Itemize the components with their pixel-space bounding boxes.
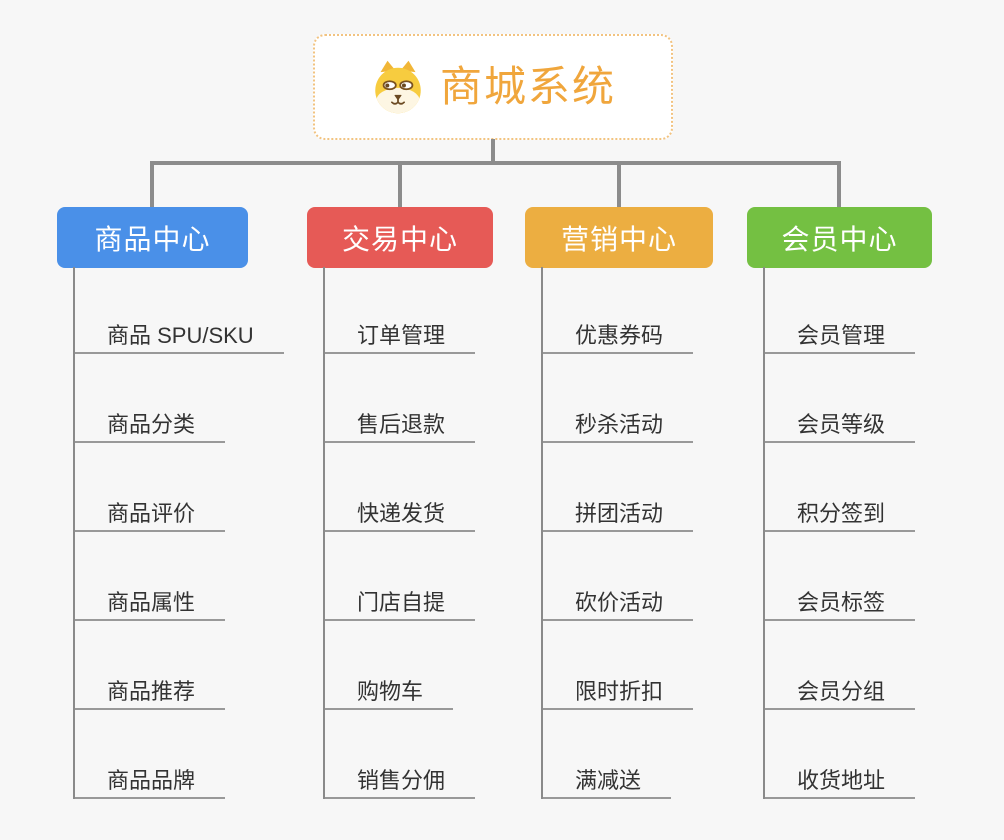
- shiba-dog-icon: [375, 60, 421, 114]
- branch-item-label[interactable]: 订单管理: [325, 322, 476, 354]
- branch-item: 积分签到: [765, 443, 916, 532]
- connector-drop-marketing: [617, 161, 621, 208]
- branch-header-member[interactable]: 会员中心: [747, 207, 932, 268]
- branch-item-label[interactable]: 会员等级: [765, 411, 916, 443]
- branch-item: 砍价活动: [543, 532, 694, 621]
- branch-item-label[interactable]: 优惠券码: [543, 322, 694, 354]
- branch-item: 限时折扣: [543, 621, 694, 710]
- root-title: 商城系统: [439, 63, 616, 110]
- branch-list-trade: 订单管理 售后退款 快递发货 门店自提 购物车 销售分佣: [323, 267, 476, 799]
- branch-item: 订单管理: [325, 267, 476, 354]
- connector-root-stub: [491, 139, 495, 162]
- branch-list-member: 会员管理 会员等级 积分签到 会员标签 会员分组 收货地址: [763, 267, 916, 799]
- branch-header-marketing[interactable]: 营销中心: [525, 207, 713, 268]
- branch-item: 购物车: [325, 621, 475, 710]
- branch-item: 商品品牌: [75, 710, 284, 799]
- branch-item-label[interactable]: 商品属性: [75, 589, 226, 621]
- branch-item-label[interactable]: 销售分佣: [325, 767, 476, 799]
- branch-item: 拼团活动: [543, 443, 694, 532]
- branch-item: 优惠券码: [543, 267, 694, 354]
- branch-item-label[interactable]: 会员分组: [765, 678, 916, 710]
- connector-drop-goods: [150, 161, 154, 208]
- connector-drop-trade: [398, 161, 402, 208]
- branch-item-label[interactable]: 快递发货: [325, 500, 476, 532]
- branch-item-label[interactable]: 秒杀活动: [543, 411, 694, 443]
- branch-item-label[interactable]: 积分签到: [765, 500, 916, 532]
- branch-item: 会员管理: [765, 267, 916, 354]
- branch-item: 商品分类: [75, 354, 284, 443]
- branch-header-goods[interactable]: 商品中心: [57, 207, 248, 268]
- connector-drop-member: [837, 161, 841, 208]
- branch-item: 商品属性: [75, 532, 284, 621]
- branch-list-goods: 商品 SPU/SKU 商品分类 商品评价 商品属性 商品推荐 商品品牌: [73, 267, 284, 799]
- branch-item-label[interactable]: 收货地址: [765, 767, 916, 799]
- branch-item: 会员分组: [765, 621, 916, 710]
- branch-item-label[interactable]: 售后退款: [325, 411, 476, 443]
- connector-horizontal-bar: [150, 161, 841, 165]
- branch-item-label[interactable]: 商品推荐: [75, 678, 226, 710]
- branch-item: 商品评价: [75, 443, 284, 532]
- branch-item-label[interactable]: 会员管理: [765, 322, 916, 354]
- branch-item-label[interactable]: 商品 SPU/SKU: [75, 322, 284, 354]
- branch-item: 秒杀活动: [543, 354, 694, 443]
- branch-item: 收货地址: [765, 710, 916, 799]
- branch-item: 会员标签: [765, 532, 916, 621]
- branch-item: 满减送: [543, 710, 693, 799]
- branch-item-label[interactable]: 会员标签: [765, 589, 916, 621]
- branch-item-label[interactable]: 商品品牌: [75, 767, 226, 799]
- branch-item-label[interactable]: 满减送: [543, 767, 672, 799]
- branch-item: 快递发货: [325, 443, 476, 532]
- branch-item-label[interactable]: 限时折扣: [543, 678, 694, 710]
- branch-item: 商品推荐: [75, 621, 284, 710]
- branch-item: 销售分佣: [325, 710, 476, 799]
- branch-item-label[interactable]: 购物车: [325, 678, 454, 710]
- branch-item: 会员等级: [765, 354, 916, 443]
- branch-item-label[interactable]: 砍价活动: [543, 589, 694, 621]
- branch-item-label[interactable]: 拼团活动: [543, 500, 694, 532]
- branch-item: 门店自提: [325, 532, 476, 621]
- branch-item-label[interactable]: 门店自提: [325, 589, 476, 621]
- branch-item-label[interactable]: 商品评价: [75, 500, 226, 532]
- branch-header-trade[interactable]: 交易中心: [307, 207, 493, 268]
- branch-item: 售后退款: [325, 354, 476, 443]
- branch-item-label[interactable]: 商品分类: [75, 411, 226, 443]
- branch-list-marketing: 优惠券码 秒杀活动 拼团活动 砍价活动 限时折扣 满减送: [541, 267, 694, 799]
- root-node[interactable]: 商城系统: [313, 34, 673, 140]
- branch-item: 商品 SPU/SKU: [75, 267, 284, 354]
